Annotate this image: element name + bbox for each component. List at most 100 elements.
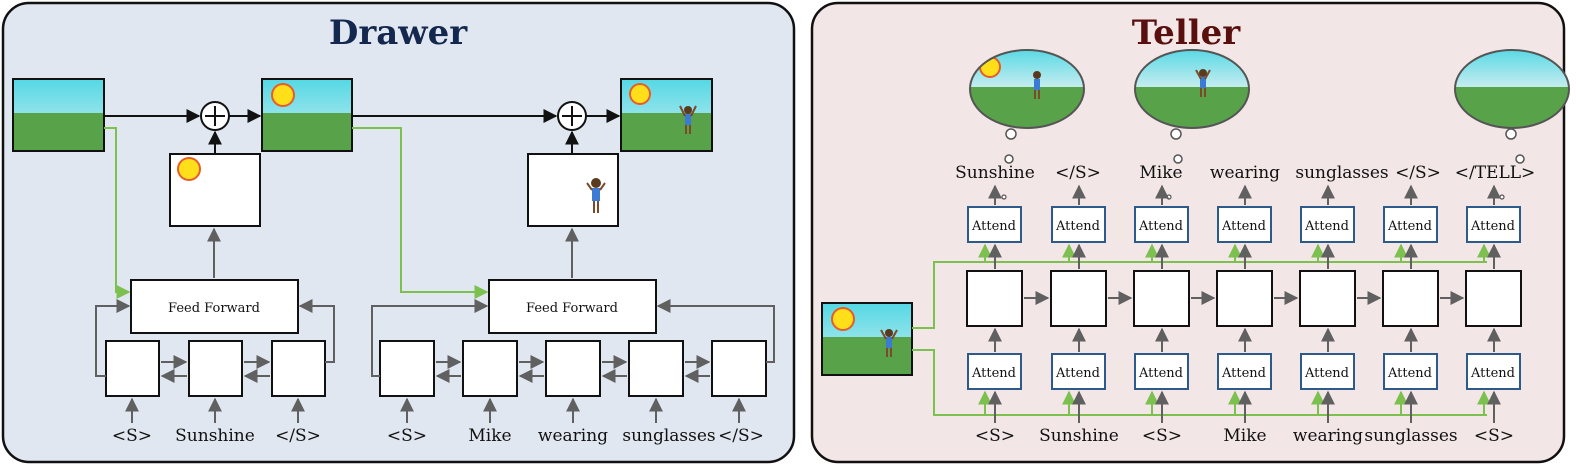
rnn-cell bbox=[1133, 270, 1190, 327]
svg-text:Attend: Attend bbox=[1387, 219, 1432, 234]
svg-text:Attend: Attend bbox=[1221, 219, 1266, 234]
drawer-feed-forward-1: Feed Forward bbox=[130, 279, 299, 334]
encoder-cell bbox=[545, 340, 601, 397]
drawer-encoder-1 bbox=[105, 340, 326, 397]
token-label: Sunshine bbox=[955, 163, 1035, 183]
attend-block: Attend bbox=[1134, 353, 1189, 390]
teller-output-tokens: Sunshine </S> Mike wearing sunglasses </… bbox=[955, 163, 1535, 183]
rnn-cell bbox=[1299, 270, 1356, 327]
drawer-output-canvas-boy bbox=[527, 153, 619, 227]
token-label: sunglasses bbox=[622, 426, 715, 446]
token-label: Mike bbox=[1223, 426, 1266, 446]
drawer-scene-sun-boy bbox=[620, 78, 713, 152]
token-label: </TELL> bbox=[1455, 163, 1536, 183]
feed-forward-label: Feed Forward bbox=[168, 301, 260, 316]
sun-icon bbox=[629, 83, 651, 105]
drawer-output-canvas-sun bbox=[169, 153, 261, 227]
feed-forward-label: Feed Forward bbox=[526, 301, 618, 316]
token-label: </S> bbox=[275, 426, 321, 446]
svg-text:Attend: Attend bbox=[1470, 366, 1515, 381]
attend-block: Attend bbox=[1383, 206, 1438, 243]
rnn-cell bbox=[1216, 270, 1273, 327]
token-label: Mike bbox=[468, 426, 511, 446]
teller-scene-image bbox=[821, 302, 913, 376]
svg-text:Attend: Attend bbox=[1138, 366, 1183, 381]
drawer-ff-up-arrows bbox=[207, 227, 579, 278]
svg-text:Attend: Attend bbox=[971, 366, 1016, 381]
boy-icon bbox=[586, 178, 606, 213]
token-label: <S> bbox=[1142, 426, 1182, 446]
drawer-encoder-2 bbox=[379, 340, 767, 397]
token-label: <S> bbox=[1474, 426, 1514, 446]
token-label: <S> bbox=[975, 426, 1015, 446]
svg-text:Attend: Attend bbox=[1221, 366, 1266, 381]
encoder-cell bbox=[188, 340, 243, 397]
attend-block: Attend bbox=[1051, 206, 1106, 243]
teller-rnn-row bbox=[966, 270, 1522, 327]
drawer-encoder-arrows bbox=[95, 299, 775, 423]
svg-text:Attend: Attend bbox=[1387, 366, 1432, 381]
encoder-cell bbox=[379, 340, 435, 397]
token-label: Sunshine bbox=[1039, 426, 1119, 446]
drawer-title: Drawer bbox=[329, 13, 468, 53]
drawer-scene-empty bbox=[12, 78, 105, 152]
svg-text:Attend: Attend bbox=[1055, 219, 1100, 234]
attend-block: Attend bbox=[1300, 206, 1355, 243]
token-label: <S> bbox=[387, 426, 427, 446]
boy-icon bbox=[679, 105, 697, 134]
attend-block: Attend bbox=[1051, 353, 1106, 390]
encoder-cell bbox=[105, 340, 160, 397]
token-label: wearing bbox=[538, 426, 608, 446]
svg-text:Attend: Attend bbox=[1304, 219, 1349, 234]
token-label: </S> bbox=[1395, 163, 1441, 183]
token-label: wearing bbox=[1210, 163, 1280, 183]
svg-text:Attend: Attend bbox=[1470, 219, 1515, 234]
encoder-cell bbox=[271, 340, 326, 397]
token-label: <S> bbox=[112, 426, 152, 446]
drawer-green-connectors bbox=[104, 127, 489, 299]
token-label: wearing bbox=[1293, 426, 1363, 446]
attend-block: Attend bbox=[1217, 206, 1272, 243]
teller-green-connectors bbox=[912, 243, 1491, 416]
drawer-scene-sun bbox=[261, 78, 353, 152]
rnn-cell bbox=[1465, 270, 1522, 327]
attend-block: Attend bbox=[1383, 353, 1438, 390]
teller-title: Teller bbox=[1132, 13, 1241, 53]
teller-input-tokens: <S> Sunshine <S> Mike wearing sunglasses… bbox=[975, 426, 1514, 446]
sun-icon bbox=[831, 307, 855, 331]
attend-block: Attend bbox=[1217, 353, 1272, 390]
teller-top-attend-row: Attend Attend Attend Attend Attend Atten… bbox=[967, 206, 1521, 243]
encoder-cell bbox=[462, 340, 518, 397]
teller-gray-arrows bbox=[988, 184, 1501, 423]
plus-icon bbox=[200, 101, 230, 131]
sun-icon bbox=[271, 83, 295, 107]
attend-block: Attend bbox=[967, 206, 1022, 243]
token-label: Mike bbox=[1139, 163, 1182, 183]
svg-text:Attend: Attend bbox=[1138, 219, 1183, 234]
rnn-cell bbox=[1050, 270, 1107, 327]
svg-text:Attend: Attend bbox=[971, 219, 1016, 234]
rnn-cell bbox=[966, 270, 1023, 327]
drawer-main-arrows bbox=[104, 109, 621, 154]
token-label: Sunshine bbox=[175, 426, 255, 446]
drawer-feed-forward-2: Feed Forward bbox=[488, 279, 657, 334]
boy-icon bbox=[880, 329, 898, 357]
attend-block: Attend bbox=[1134, 206, 1189, 243]
teller-bottom-attend-row: Attend Attend Attend Attend Attend Atten… bbox=[967, 353, 1521, 390]
svg-text:Attend: Attend bbox=[1304, 366, 1349, 381]
token-label: sunglasses bbox=[1295, 163, 1388, 183]
svg-text:Attend: Attend bbox=[1055, 366, 1100, 381]
attend-block: Attend bbox=[967, 353, 1022, 390]
token-label: sunglasses bbox=[1364, 426, 1457, 446]
encoder-cell bbox=[628, 340, 684, 397]
rnn-cell bbox=[1382, 270, 1439, 327]
attend-block: Attend bbox=[1466, 206, 1521, 243]
teller-panel: Teller bbox=[810, 1, 1570, 464]
attend-block: Attend bbox=[1466, 353, 1521, 390]
drawer-panel: Drawer bbox=[1, 1, 796, 464]
token-label: </S> bbox=[718, 426, 764, 446]
encoder-cell bbox=[711, 340, 767, 397]
plus-icon bbox=[557, 101, 587, 131]
attend-block: Attend bbox=[1300, 353, 1355, 390]
